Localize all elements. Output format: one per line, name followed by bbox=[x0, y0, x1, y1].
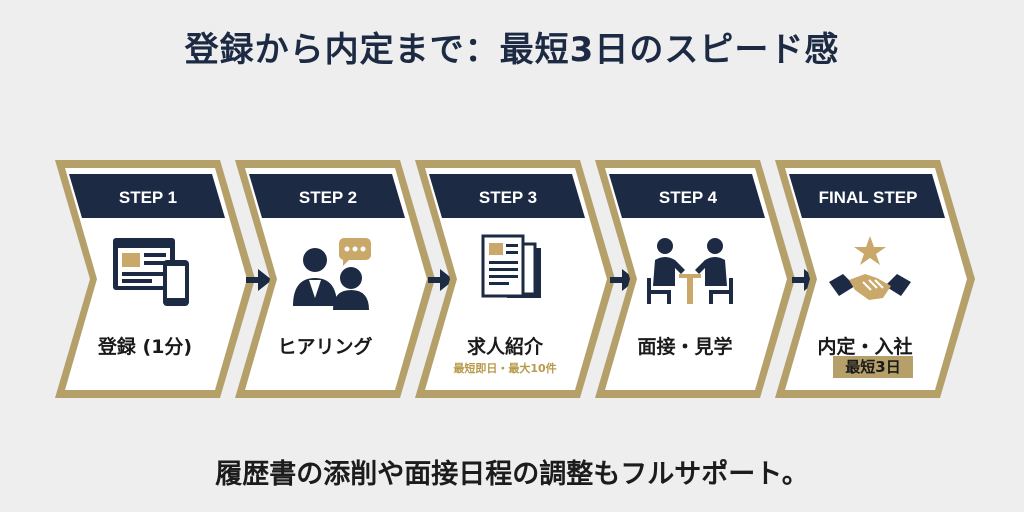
step-1-card: STEP 1 登録 (1分) bbox=[55, 160, 255, 398]
step-4-name: 面接・見学 bbox=[637, 336, 733, 358]
footer-note: 履歴書の添削や面接日程の調整もフルサポート。 bbox=[215, 459, 809, 490]
step-4-label: STEP 4 bbox=[658, 188, 718, 207]
page-title: 登録から内定まで：最短3日のスピード感 bbox=[184, 30, 840, 70]
step-3-note: 最短即日・最大10件 bbox=[453, 362, 557, 375]
step-3-name: 求人紹介 bbox=[466, 336, 543, 358]
step-2-card: STEP 2 ヒアリング bbox=[235, 160, 435, 398]
arrow-1-icon bbox=[246, 269, 272, 291]
step-3-card: STEP 3 求人紹介 最短即日・最大10件 bbox=[415, 160, 615, 398]
step-2-name: ヒアリング bbox=[277, 336, 373, 358]
handshake-star-icon bbox=[829, 236, 911, 300]
final-step-badge: 最短3日 bbox=[833, 356, 913, 378]
step-1-name: 登録 (1分) bbox=[97, 336, 193, 358]
devices-icon bbox=[113, 238, 189, 306]
final-step-card: FINAL STEP 内定・入社 最短3日 bbox=[775, 160, 975, 398]
step-4-card: STEP 4 面接・見学 bbox=[595, 160, 795, 398]
final-step-name: 内定・入社 bbox=[817, 336, 913, 358]
arrow-2-icon bbox=[428, 269, 454, 291]
step-4-chevron bbox=[595, 160, 795, 398]
arrow-3-icon bbox=[610, 269, 636, 291]
final-step-label: FINAL STEP bbox=[818, 188, 918, 207]
interview-icon bbox=[647, 238, 733, 304]
consultation-icon bbox=[293, 238, 371, 310]
documents-icon bbox=[481, 234, 541, 298]
step-3-label: STEP 3 bbox=[478, 188, 538, 207]
step-2-label: STEP 2 bbox=[298, 188, 358, 207]
step-2-chevron bbox=[235, 160, 435, 398]
step-1-label: STEP 1 bbox=[118, 188, 178, 207]
